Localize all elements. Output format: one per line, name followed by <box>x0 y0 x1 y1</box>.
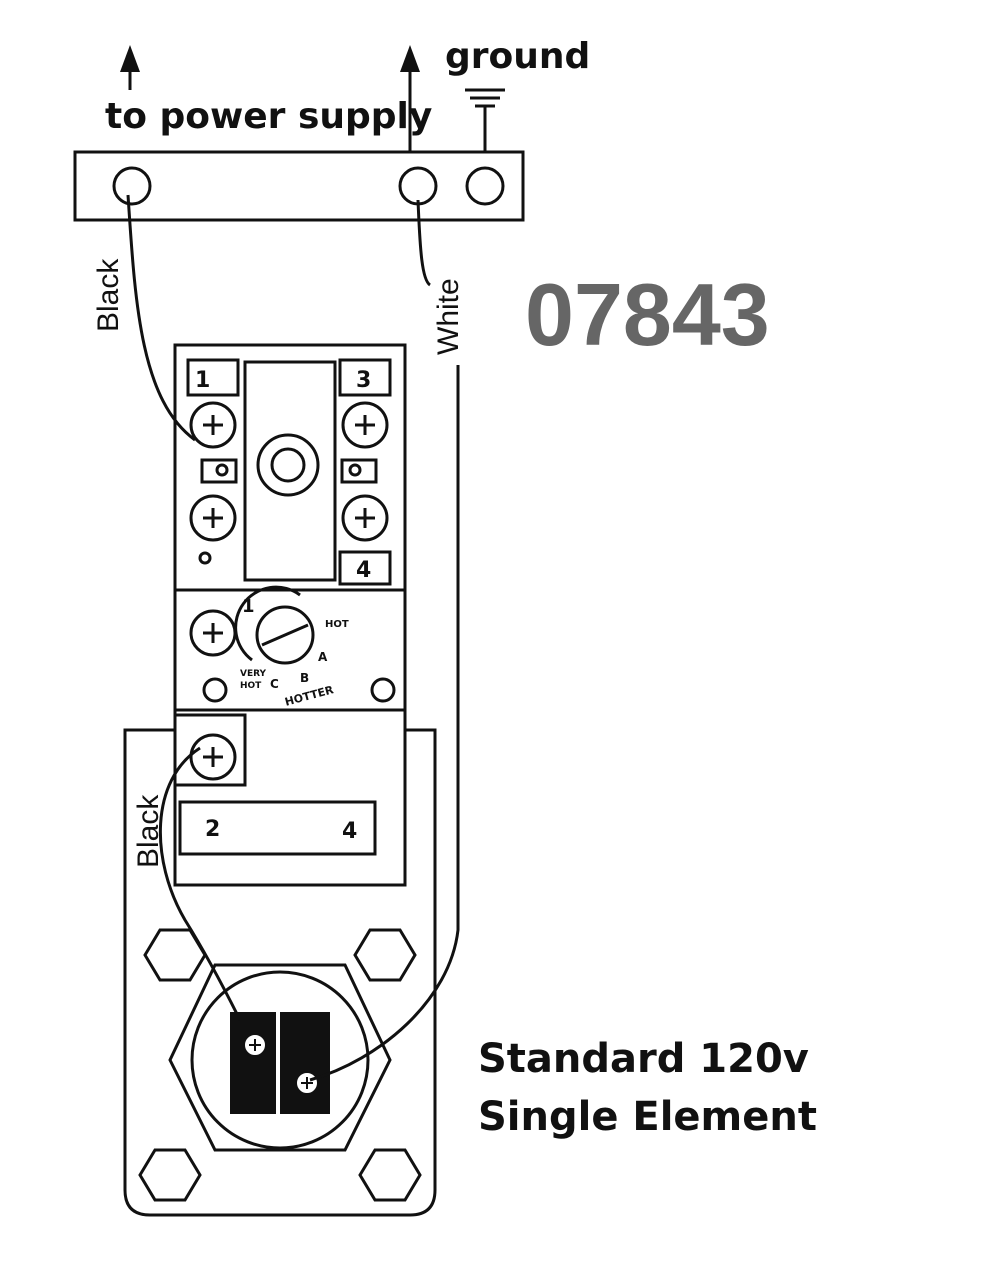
caption-line-1: Standard 120v <box>478 1036 809 1082</box>
supply-terminal-bar <box>73 150 525 222</box>
black-wire-label-bottom: Black <box>132 794 165 868</box>
dial-mark-1: 1 <box>242 596 255 617</box>
white-wire-label: White <box>432 278 465 355</box>
thermostat <box>173 343 407 887</box>
caption-line-2: Single Element <box>478 1094 817 1140</box>
black-wire-label: Black <box>92 258 125 332</box>
dial-mark-c: C <box>270 677 279 691</box>
black-wire-bottom <box>158 746 242 1021</box>
ground-label: ground <box>445 36 590 77</box>
terminal-4b-label: 4 <box>342 819 357 844</box>
power-arrow-left <box>120 45 140 90</box>
terminal-2-label: 2 <box>205 817 220 842</box>
dial-mark-b: B <box>300 671 309 685</box>
power-supply-label: to power supply <box>105 96 432 137</box>
dial-mark-very-hot: HOT <box>240 681 262 691</box>
power-arrow-right <box>400 45 420 165</box>
black-wire-top <box>126 194 196 442</box>
dial-mark-very: VERY <box>240 669 267 679</box>
dial-mark-a: A <box>318 650 328 664</box>
terminal-4-label: 4 <box>356 558 371 583</box>
white-wire <box>309 199 460 1082</box>
dial-mark-hot: HOT <box>325 619 349 630</box>
terminal-1-label: 1 <box>195 368 210 393</box>
model-number: 07843 <box>525 265 770 364</box>
terminal-3-label: 3 <box>356 368 371 393</box>
